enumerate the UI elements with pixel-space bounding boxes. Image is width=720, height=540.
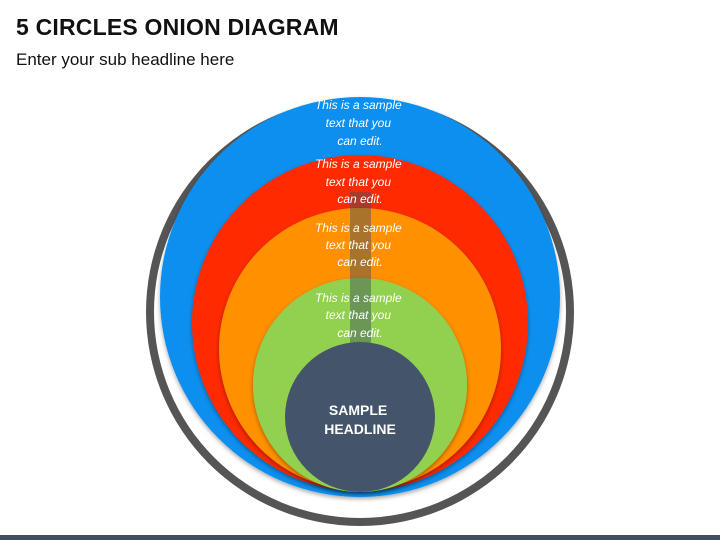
ring-blue-text-line-3: can edit.	[337, 134, 382, 148]
footer-bar	[0, 535, 720, 540]
arrow-shaft	[350, 192, 371, 378]
ring-orange-text: This is a sample text that you can edit.	[315, 221, 405, 269]
ring-orange-text-line-3: can edit.	[337, 255, 382, 269]
ring-green-text-line-1: This is a sample	[315, 291, 402, 305]
ring-green-text-line-3: can edit.	[337, 326, 382, 340]
ring-red-text-line-1: This is a sample	[315, 157, 402, 171]
page-title: 5 CIRCLES ONION DIAGRAM	[16, 14, 339, 40]
ring-orange-text-line-1: This is a sample	[315, 221, 402, 235]
core-circle	[285, 342, 435, 492]
core-headline-line-2: HEADLINE	[324, 421, 396, 437]
ring-orange-text-line-2: text that you	[326, 238, 392, 252]
core-headline-line-1: SAMPLE	[329, 402, 387, 418]
ring-red-text-line-2: text that you	[326, 175, 392, 189]
ring-red-text: This is a sample text that you can edit.	[315, 157, 405, 206]
ring-blue-text: This is a sample text that you can edit.	[315, 98, 405, 148]
ring-blue-text-line-2: text that you	[326, 116, 392, 130]
ring-green-text-line-2: text that you	[326, 308, 392, 322]
ring-blue-text-line-1: This is a sample	[315, 98, 402, 112]
ring-red-text-line-3: can edit.	[337, 192, 382, 206]
ring-green-text: This is a sample text that you can edit.	[315, 291, 405, 340]
core-headline: SAMPLE HEADLINE	[324, 402, 396, 437]
page-subtitle: Enter your sub headline here	[16, 50, 235, 69]
